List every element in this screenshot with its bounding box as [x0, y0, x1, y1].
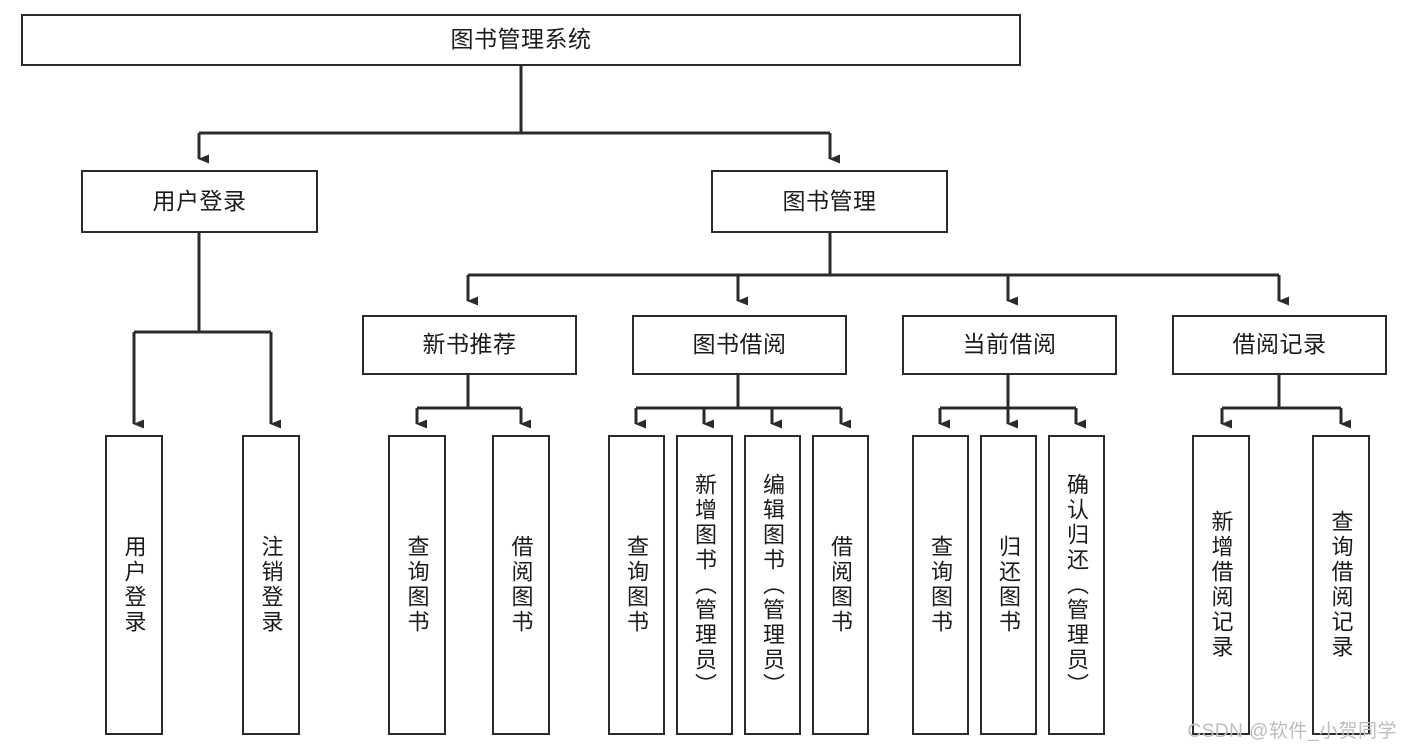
node-user-login[interactable]: 用户登录: [81, 170, 318, 233]
csdn-watermark: CSDN @软件_小贺同学: [1187, 721, 1397, 742]
node-label: 归还图书: [996, 535, 1022, 635]
node-book-manage[interactable]: 图书管理: [711, 170, 948, 233]
leaf-return-book[interactable]: 归还图书: [980, 435, 1037, 735]
leaf-user-login[interactable]: 用户登录: [105, 435, 163, 735]
node-label: 当前借阅: [962, 331, 1057, 358]
node-current-borrow[interactable]: 当前借阅: [902, 315, 1117, 375]
leaf-borrow-book-1[interactable]: 借阅图书: [492, 435, 550, 735]
node-label: 用户登录: [121, 535, 147, 635]
node-label: 确认归还（管理员）: [1064, 472, 1090, 698]
node-label: 图书管理: [782, 187, 877, 214]
node-borrow-record[interactable]: 借阅记录: [1172, 315, 1387, 375]
leaf-borrow-book-2[interactable]: 借阅图书: [812, 435, 869, 735]
leaf-add-record[interactable]: 新增借阅记录: [1192, 435, 1250, 735]
node-label: 编辑图书（管理员）: [760, 472, 786, 698]
node-label: 图书借阅: [692, 331, 787, 358]
leaf-edit-book[interactable]: 编辑图书（管理员）: [744, 435, 801, 735]
leaf-confirm-return[interactable]: 确认归还（管理员）: [1048, 435, 1105, 735]
leaf-user-logout[interactable]: 注销登录: [242, 435, 300, 735]
node-label: 新增借阅记录: [1208, 510, 1234, 660]
node-label: 图书管理系统: [450, 26, 592, 53]
node-label: 借阅图书: [508, 535, 534, 635]
node-new-book-rec[interactable]: 新书推荐: [362, 315, 577, 375]
node-label: 查询图书: [404, 535, 430, 635]
leaf-query-book-2[interactable]: 查询图书: [608, 435, 665, 735]
leaf-add-book[interactable]: 新增图书（管理员）: [676, 435, 733, 735]
node-label: 新增图书（管理员）: [692, 472, 718, 698]
node-book-borrow[interactable]: 图书借阅: [632, 315, 847, 375]
node-label: 查询借阅记录: [1328, 510, 1354, 660]
leaf-query-record[interactable]: 查询借阅记录: [1312, 435, 1370, 735]
node-root[interactable]: 图书管理系统: [21, 14, 1021, 66]
node-label: 新书推荐: [422, 331, 517, 358]
node-label: 注销登录: [258, 535, 284, 635]
node-label: 借阅记录: [1232, 331, 1327, 358]
node-label: 借阅图书: [828, 535, 854, 635]
node-label: 用户登录: [152, 187, 247, 214]
leaf-query-book-1[interactable]: 查询图书: [388, 435, 446, 735]
node-label: 查询图书: [928, 535, 954, 635]
leaf-query-book-3[interactable]: 查询图书: [912, 435, 969, 735]
node-label: 查询图书: [624, 535, 650, 635]
